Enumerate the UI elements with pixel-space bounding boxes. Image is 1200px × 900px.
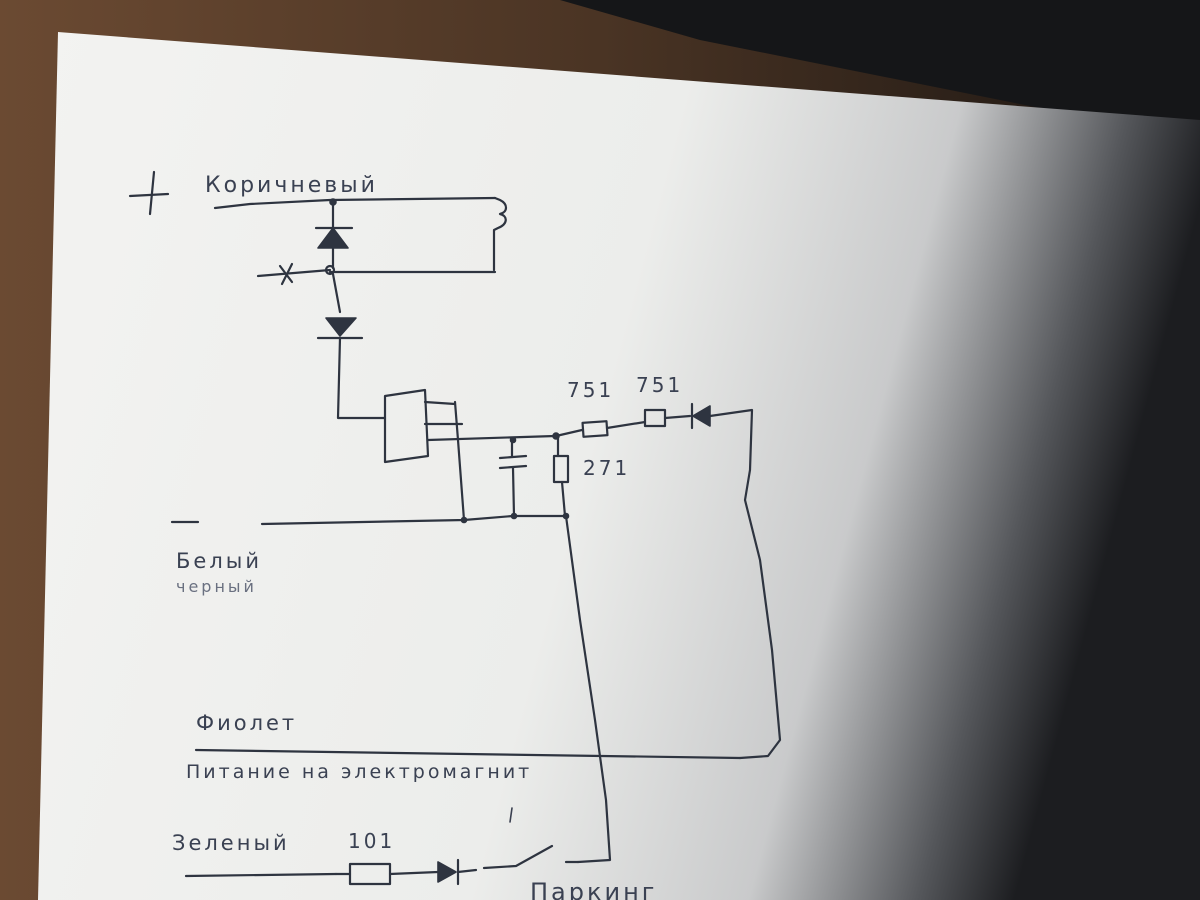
resistor-271 xyxy=(552,436,570,518)
diode-3-icon xyxy=(690,402,782,760)
label-white-wire: Белый xyxy=(176,549,262,573)
label-resistor-751-a: 751 xyxy=(567,378,614,402)
wire-trunk-2 xyxy=(331,272,342,314)
diode-4-icon xyxy=(437,858,478,886)
paper-sheet xyxy=(38,32,1200,900)
wire-to-parking xyxy=(564,514,612,864)
junction-ground-a xyxy=(460,516,468,524)
junction-mid xyxy=(324,264,336,276)
diode-1-icon xyxy=(314,226,354,249)
wire-ground-rail xyxy=(260,514,568,526)
resistor-751-b xyxy=(643,408,692,428)
relay-component xyxy=(383,388,557,464)
wire-to-751a xyxy=(554,428,584,438)
label-resistor-751-b: 751 xyxy=(636,373,683,397)
label-magnet-power: Питание на электромагнит xyxy=(186,761,532,783)
resistor-751-a xyxy=(581,420,647,438)
parking-switch-icon xyxy=(482,844,580,870)
wire-relay-down xyxy=(456,438,466,522)
label-violet-wire: Фиолет xyxy=(196,711,297,735)
laptop-edge xyxy=(560,0,1200,140)
label-minus-text: — xyxy=(0,0,4,1)
junction-ground-b xyxy=(510,512,518,520)
capacitor-icon xyxy=(498,436,528,518)
label-black-wire: черный xyxy=(176,577,257,596)
wire-green xyxy=(184,872,338,878)
plus-symbol xyxy=(128,170,170,216)
cross-mark xyxy=(278,262,294,286)
wire-x-left xyxy=(256,268,332,278)
label-green-wire: Зеленый xyxy=(172,831,290,855)
label-parking: Паркинг xyxy=(530,878,657,900)
label-brown-wire: Коричневый xyxy=(205,173,378,198)
label-resistor-271: 271 xyxy=(583,456,630,480)
resistor-101 xyxy=(334,862,440,886)
wire-violet xyxy=(194,748,742,760)
coil-symbol xyxy=(492,196,508,272)
stray-tick xyxy=(509,807,513,823)
wire-brown-top xyxy=(213,196,497,210)
wire-trunk-3 xyxy=(336,336,387,420)
junction-top xyxy=(329,198,337,206)
label-resistor-101: 101 xyxy=(348,829,395,853)
